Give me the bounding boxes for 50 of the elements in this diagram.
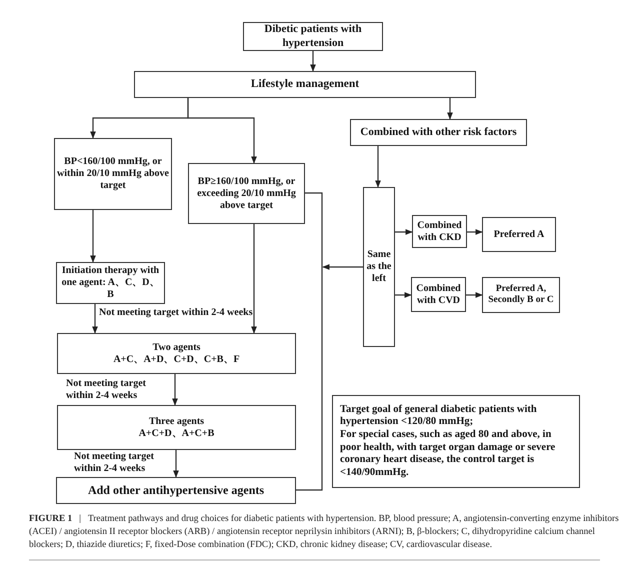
- arrow: [187, 98, 257, 164]
- box-text: Preferred A, Secondly B or C: [487, 284, 555, 306]
- arrow: [90, 210, 96, 263]
- process-box: [57, 333, 296, 374]
- arrow: [395, 229, 413, 235]
- process-box: [482, 217, 556, 252]
- process-box: [56, 477, 296, 504]
- arrow: [251, 224, 257, 334]
- box-text: BP≥160/100 mmHg, or exceeding 20/10 mmHg above target: [196, 176, 297, 212]
- box-text: Combined with other risk factors: [360, 126, 517, 140]
- box-text: Initiation therapy with one agent: A、C、D、B: [60, 265, 160, 301]
- process-box: [350, 119, 527, 146]
- arrow: [322, 264, 363, 270]
- edge-label: Not meeting target within 2-4 weeks: [74, 451, 155, 475]
- process-box: [134, 71, 476, 98]
- arrow: [466, 292, 483, 298]
- arrow: [92, 304, 98, 334]
- box-text: Preferred A: [494, 228, 544, 240]
- box-text: A+C+D、A+C+B: [138, 428, 214, 440]
- box-text: Combined with CVD: [415, 282, 462, 306]
- box-text: A+C、A+D、C+D、C+B、F: [113, 354, 240, 366]
- process-box: [412, 215, 467, 248]
- process-box: [411, 277, 466, 312]
- box-text: Same as the left: [366, 249, 392, 285]
- process-box: [188, 163, 305, 224]
- box-text: Lifestyle management: [250, 78, 360, 92]
- box-text: For special cases, such as aged 80 and above, in poor health, with target organ damage or severe coronary heart disease, the control target is <140/90mmHg.: [340, 428, 556, 480]
- process-box: [57, 405, 296, 450]
- process-box: [54, 138, 172, 210]
- box-text: Three agents: [148, 416, 204, 428]
- box-text: Combined with CKD: [416, 220, 463, 244]
- box-text: Dibetic patients with hypertension: [263, 23, 363, 50]
- box-text: Add other antihypertensive agents: [88, 483, 264, 498]
- edge-label: Not meeting target within 2-4 weeks: [99, 307, 254, 319]
- arrow: [447, 98, 453, 120]
- box-text: Two agents: [152, 342, 200, 354]
- side-box: [363, 187, 395, 347]
- box-text: BP<160/100 mmHg, or within 20/10 mmHg above target: [57, 156, 169, 192]
- box-text: Target goal of general diabetic patients with hypertension <120/80 mmHg;: [340, 404, 538, 429]
- figure-caption: FIGURE 1 | Treatment pathways and drug choices for diabetic patients with hypertension. BP, blood pressure; A, angiotensin-converting enzyme inhibitors (ACEI) / angiotensin II receptor blockers (ARB) / angiotensin receptor neprilysin inhibitors (ARNI); B, β-blockers; C, dihydropyridine calcium channel blockers; D, thiazide diuretics; F, fixed-Dose combination (FDC); CKD, chronic kidney disease; CV, cardiovascular disease.: [29, 513, 619, 552]
- process-box: [482, 277, 560, 313]
- arrow: [467, 229, 483, 235]
- arrow: [310, 51, 316, 72]
- process-box: [243, 22, 383, 51]
- arrow: [172, 374, 178, 406]
- arrow: [395, 292, 412, 298]
- note-box: [332, 395, 580, 488]
- arrow: [173, 450, 179, 478]
- arrow: [375, 146, 381, 188]
- edge-label: Not meeting target within 2-4 weeks: [66, 378, 147, 402]
